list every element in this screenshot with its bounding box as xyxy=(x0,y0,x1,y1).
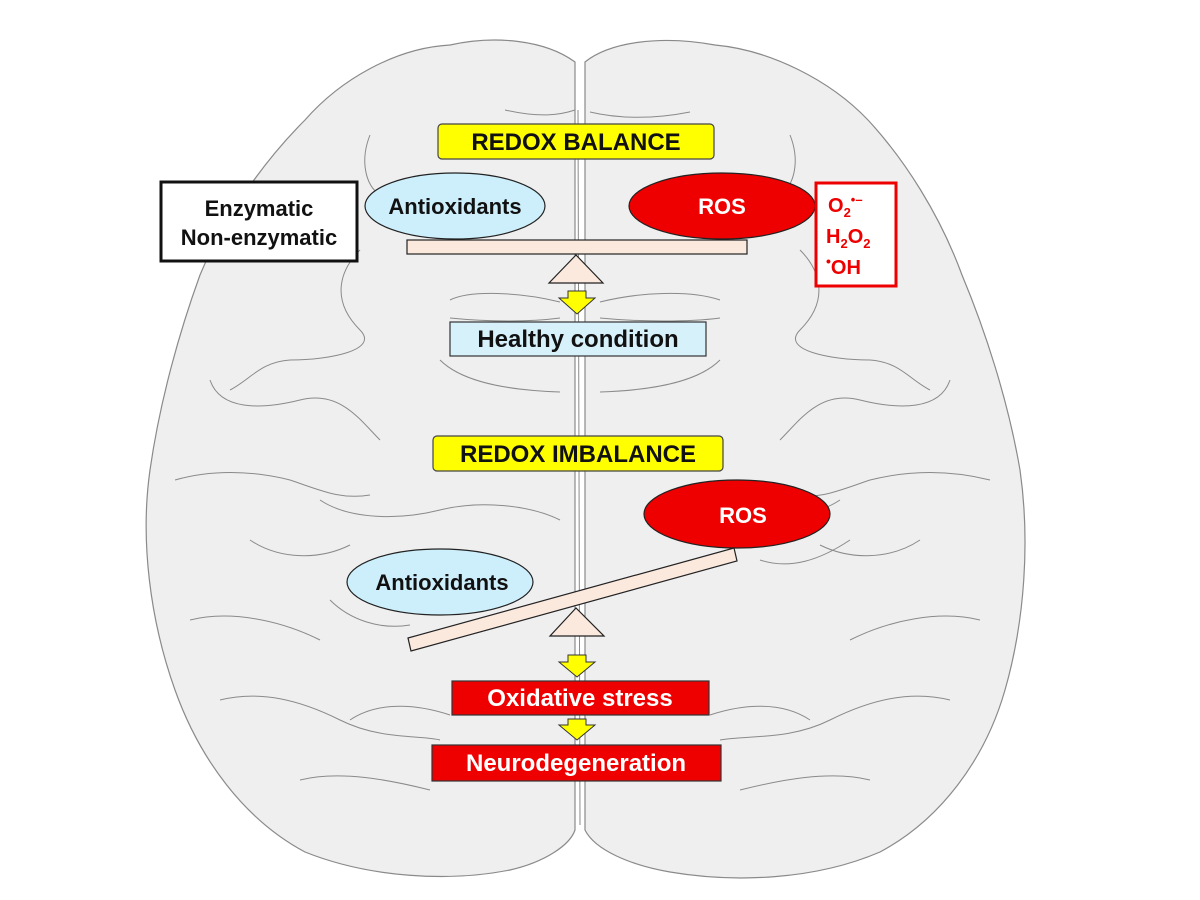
redox-imbalance-title: REDOX IMBALANCE xyxy=(460,441,696,468)
imbalance-antioxidants-label: Antioxidants xyxy=(375,570,508,595)
ros-species-box xyxy=(814,181,898,288)
balance-ros-label: ROS xyxy=(698,194,746,219)
healthy-condition-box xyxy=(449,321,707,357)
ros-superoxide: O2•– xyxy=(828,192,863,220)
redox-balance-section: REDOX BALANCE Enzymatic Non-enzymatic An… xyxy=(159,123,898,357)
antioxidant-type-enzymatic: Enzymatic xyxy=(205,196,314,221)
antioxidant-type-non-enzymatic: Non-enzymatic xyxy=(181,225,337,250)
ros-hydrogen-peroxide: H2O2 xyxy=(826,226,870,251)
imbalance-ros-ellipse xyxy=(643,479,831,549)
balance-antioxidants-ellipse xyxy=(364,172,546,240)
oxidative-stress-box xyxy=(451,680,710,716)
stress-down-arrow-icon xyxy=(557,718,597,741)
redox-imbalance-title-box xyxy=(432,435,724,472)
imbalance-fulcrum xyxy=(548,607,606,637)
healthy-condition-label: Healthy condition xyxy=(477,326,678,353)
imbalance-beam xyxy=(407,547,738,652)
brain-sulci xyxy=(174,109,991,826)
redox-balance-title-box xyxy=(437,123,715,160)
antioxidant-types-box xyxy=(159,180,359,263)
imbalance-down-arrow-icon xyxy=(557,654,597,678)
balance-fulcrum xyxy=(547,254,605,284)
imbalance-ros-label: ROS xyxy=(719,503,767,528)
balance-down-arrow-icon xyxy=(557,290,597,315)
oxidative-stress-label: Oxidative stress xyxy=(487,685,672,712)
neurodegeneration-label: Neurodegeneration xyxy=(466,750,686,777)
ros-hydroxyl-radical: •OH xyxy=(826,253,861,279)
redox-balance-title: REDOX BALANCE xyxy=(471,129,680,156)
balance-beam xyxy=(406,239,748,255)
neurodegeneration-box xyxy=(431,744,722,782)
balance-antioxidants-label: Antioxidants xyxy=(388,194,521,219)
imbalance-antioxidants-ellipse xyxy=(346,548,534,616)
redox-imbalance-section: REDOX IMBALANCE ROS Antioxidants Oxidati… xyxy=(346,435,831,782)
